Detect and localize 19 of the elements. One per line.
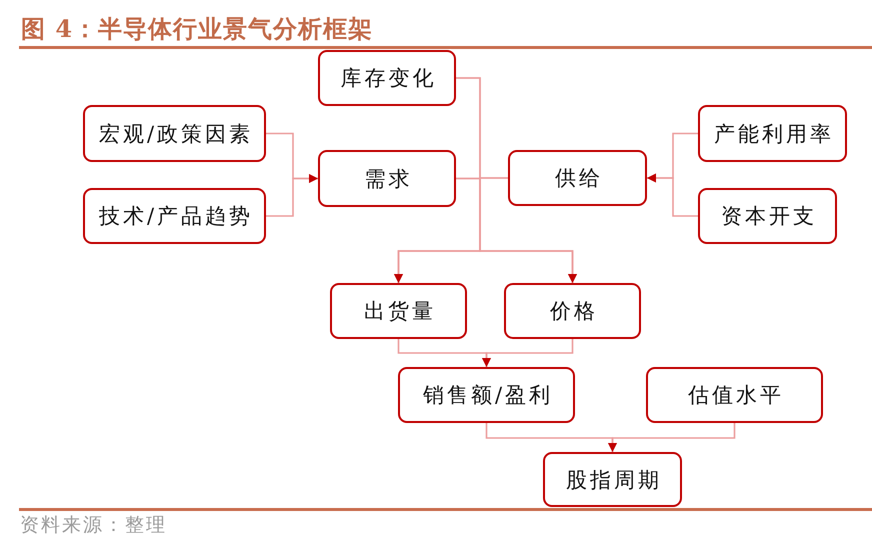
connector-arrow xyxy=(266,174,318,217)
factor-box: 价格 xyxy=(504,283,641,339)
connector-arrow xyxy=(647,174,698,217)
factor-box: 需求 xyxy=(318,150,456,207)
factor-box: 资本开支 xyxy=(698,188,837,244)
connector-arrow xyxy=(608,423,736,452)
factor-box: 出货量 xyxy=(330,283,467,339)
connector-arrow xyxy=(479,177,577,283)
factor-box: 销售额/盈利 xyxy=(398,367,575,423)
factor-box: 库存变化 xyxy=(318,50,456,106)
figure-title: 图 4：半导体行业景气分析框架 xyxy=(21,14,374,44)
factor-box: 股指周期 xyxy=(543,452,682,507)
connector-arrow xyxy=(482,339,574,367)
factor-box: 宏观/政策因素 xyxy=(83,105,266,162)
source-note: 资料来源：整理 xyxy=(20,513,167,537)
factor-box: 估值水平 xyxy=(646,367,823,423)
factor-box: 供给 xyxy=(508,150,647,206)
factor-box: 产能利用率 xyxy=(698,105,847,162)
factor-box: 技术/产品趋势 xyxy=(83,188,266,244)
